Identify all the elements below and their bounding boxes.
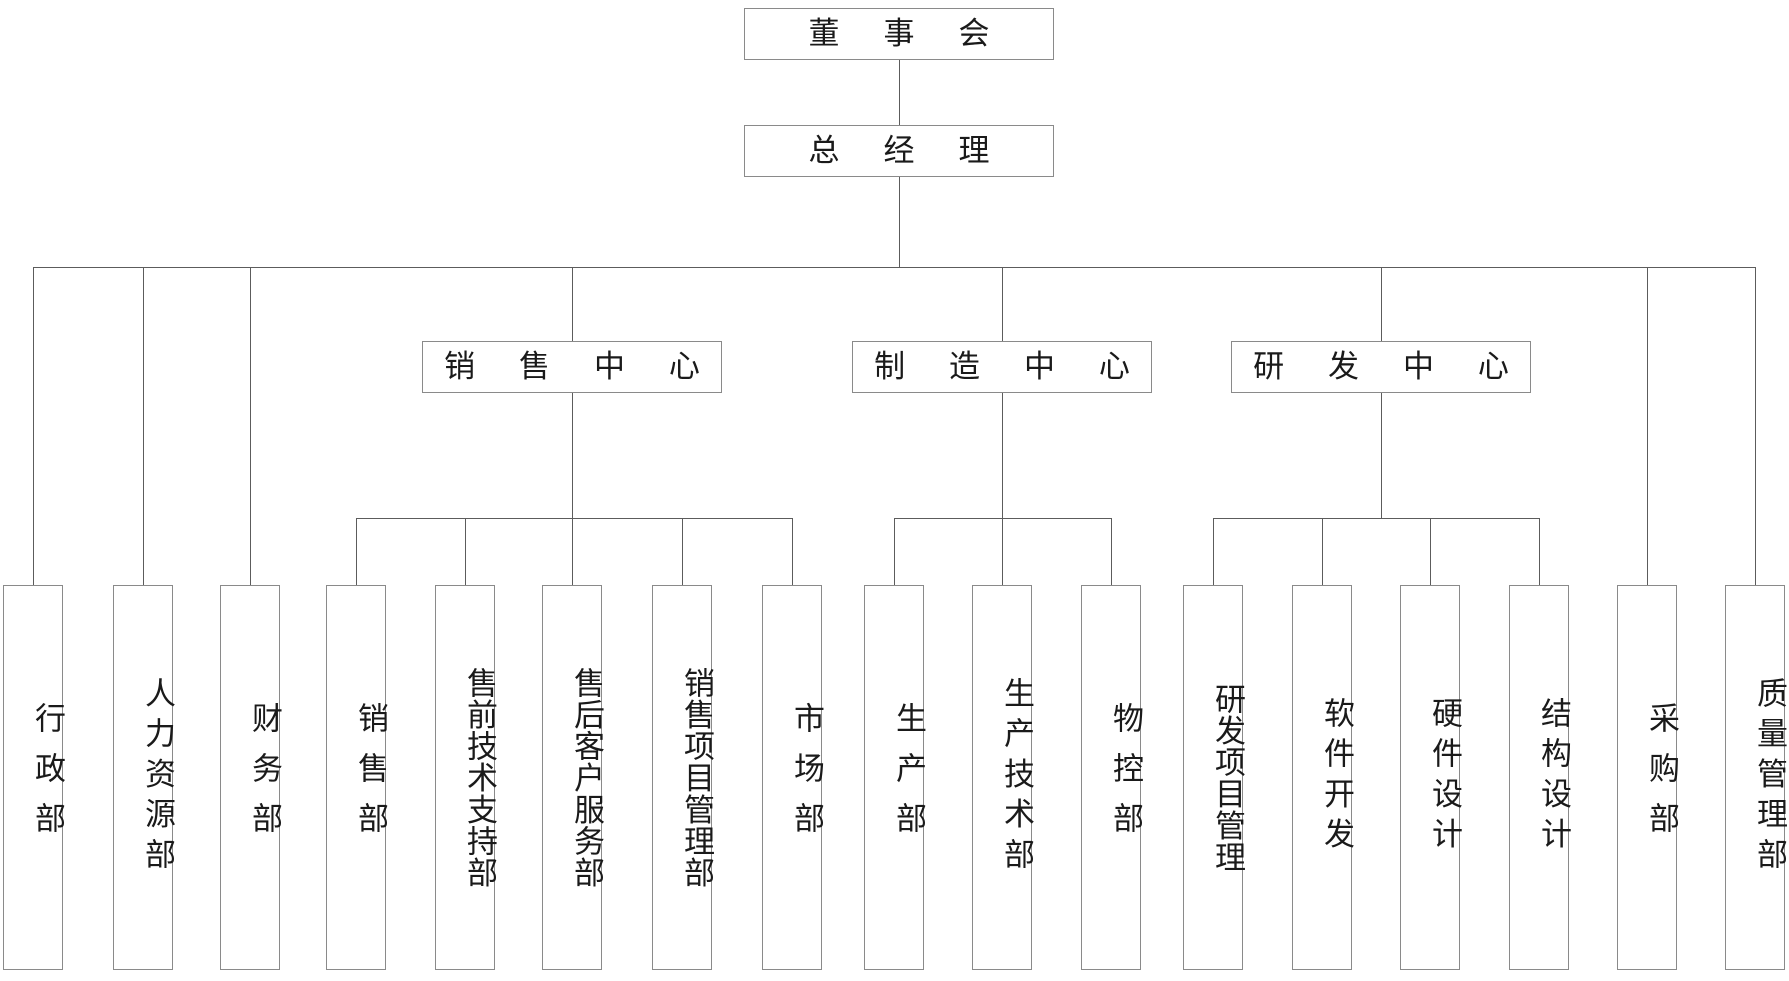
- node-label: 销 售 中 心: [444, 349, 717, 385]
- connector-bus-to-sales-center: [572, 267, 573, 341]
- node-label: 人力资源部: [139, 676, 175, 879]
- node-sales-project-management-department[interactable]: 销售项目管理部: [652, 585, 714, 970]
- node-label: 市场部: [788, 702, 824, 853]
- node-label: 董 事 会: [808, 16, 1007, 52]
- connector-rd-center-trunk: [1381, 393, 1382, 518]
- connector-bus-to-quality: [1755, 267, 1756, 585]
- node-label: 财务部: [246, 702, 282, 853]
- node-rd-project-management[interactable]: 研发项目管理: [1183, 585, 1245, 970]
- node-material-control-department[interactable]: 物控部: [1081, 585, 1143, 970]
- connector-bus-to-finance: [250, 267, 251, 585]
- connector-sales-to-marketing: [792, 518, 793, 585]
- connector-manufacturing-to-production-tech: [1002, 518, 1003, 585]
- connector-bus-to-rd-center: [1381, 267, 1382, 341]
- connector-rd-to-software: [1322, 518, 1323, 585]
- connector-rd-to-hardware: [1430, 518, 1431, 585]
- connector-sales-center-trunk: [572, 393, 573, 518]
- node-sales-department[interactable]: 销售部: [326, 585, 388, 970]
- connector-bus-to-manufacturing-center: [1002, 267, 1003, 341]
- node-label: 软件开发: [1318, 696, 1354, 859]
- node-label: 研发项目管理: [1209, 682, 1245, 873]
- connector-sales-to-sales-dept: [356, 518, 357, 585]
- connector-bus-to-admin: [33, 267, 34, 585]
- node-hr-department[interactable]: 人力资源部: [113, 585, 175, 970]
- node-sales-center[interactable]: 销 售 中 心: [422, 341, 722, 393]
- connector-manufacturing-sub-bus: [894, 518, 1112, 519]
- node-label: 生产技术部: [998, 676, 1034, 879]
- node-label: 制 造 中 心: [874, 349, 1147, 385]
- node-structural-design[interactable]: 结构设计: [1509, 585, 1571, 970]
- node-label: 采购部: [1643, 702, 1679, 853]
- connector-bus-to-purchasing: [1647, 267, 1648, 585]
- connector-sales-to-presales: [465, 518, 466, 585]
- connector-rd-sub-bus: [1213, 518, 1539, 519]
- connector-manufacturing-to-material-control: [1111, 518, 1112, 585]
- node-label: 物控部: [1107, 702, 1143, 853]
- node-board-of-directors[interactable]: 董 事 会: [744, 8, 1054, 60]
- connector-bus-to-hr: [143, 267, 144, 585]
- node-production-technology-department[interactable]: 生产技术部: [972, 585, 1034, 970]
- node-presales-tech-support-department[interactable]: 售前技术支持部: [435, 585, 497, 970]
- node-label: 硬件设计: [1426, 696, 1462, 859]
- connector-sales-to-aftersales: [572, 518, 573, 585]
- node-label: 售后客户服务部: [568, 666, 604, 889]
- node-hardware-design[interactable]: 硬件设计: [1400, 585, 1462, 970]
- connector-sales-to-project-mgmt: [682, 518, 683, 585]
- node-label: 销售项目管理部: [678, 666, 714, 889]
- node-label: 销售部: [352, 702, 388, 853]
- node-production-department[interactable]: 生产部: [864, 585, 926, 970]
- connector-manufacturing-center-trunk: [1002, 393, 1003, 518]
- node-manufacturing-center[interactable]: 制 造 中 心: [852, 341, 1152, 393]
- node-label: 生产部: [890, 702, 926, 853]
- node-label: 售前技术支持部: [461, 666, 497, 889]
- node-quality-management-department[interactable]: 质量管理部: [1725, 585, 1787, 970]
- connector-main-bus: [33, 267, 1756, 268]
- node-general-manager[interactable]: 总 经 理: [744, 125, 1054, 177]
- node-label: 行政部: [29, 702, 65, 853]
- connector-sales-sub-bus: [356, 518, 793, 519]
- node-marketing-department[interactable]: 市场部: [762, 585, 824, 970]
- node-label: 质量管理部: [1751, 676, 1787, 879]
- node-finance-department[interactable]: 财务部: [220, 585, 282, 970]
- node-label: 总 经 理: [808, 133, 1007, 169]
- node-label: 研 发 中 心: [1253, 349, 1526, 385]
- node-aftersales-customer-service-department[interactable]: 售后客户服务部: [542, 585, 604, 970]
- node-rd-center[interactable]: 研 发 中 心: [1231, 341, 1531, 393]
- connector-board-to-gm: [899, 60, 900, 125]
- connector-manufacturing-to-production: [894, 518, 895, 585]
- node-admin-department[interactable]: 行政部: [3, 585, 65, 970]
- node-label: 结构设计: [1535, 696, 1571, 859]
- node-software-development[interactable]: 软件开发: [1292, 585, 1354, 970]
- connector-gm-trunk: [899, 177, 900, 267]
- connector-rd-to-structural: [1539, 518, 1540, 585]
- connector-rd-to-project-mgmt: [1213, 518, 1214, 585]
- node-purchasing-department[interactable]: 采购部: [1617, 585, 1679, 970]
